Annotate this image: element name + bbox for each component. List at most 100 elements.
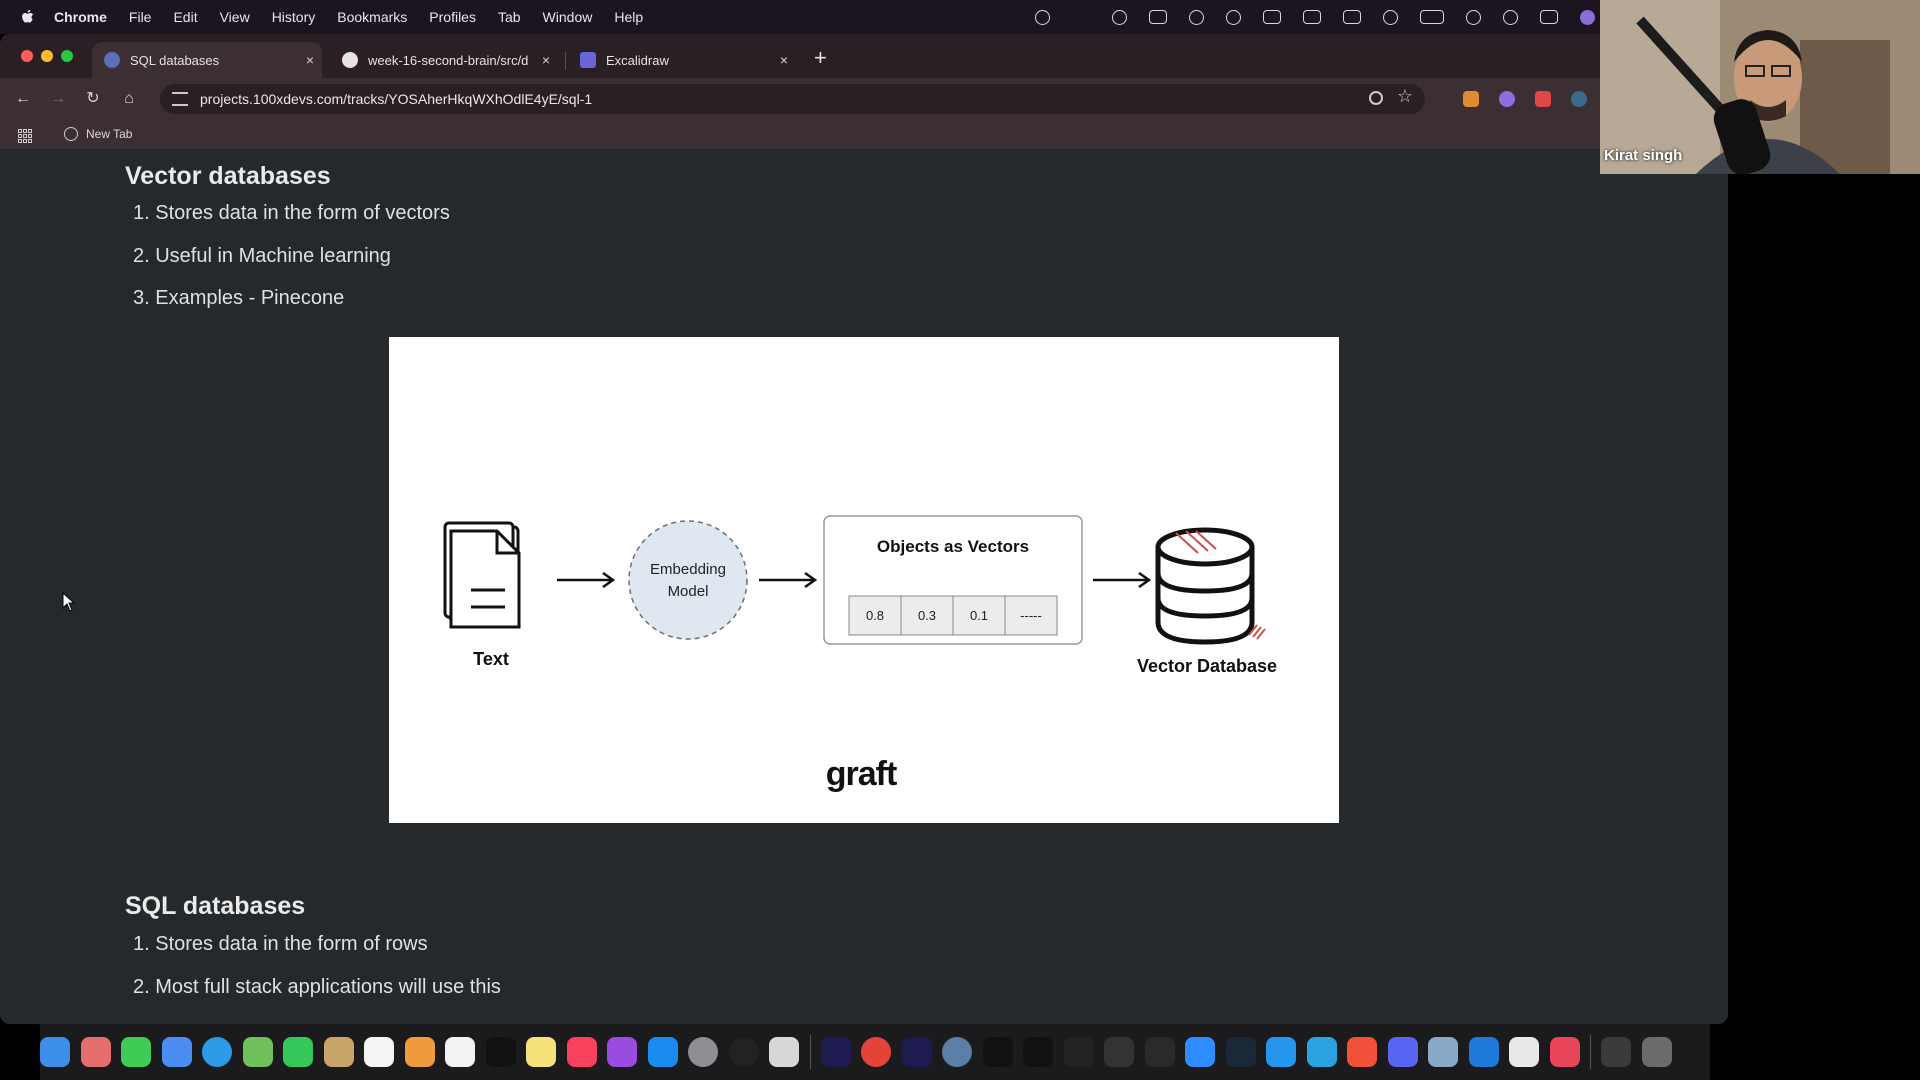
system-settings-icon[interactable]: [688, 1037, 718, 1067]
status-window-icon[interactable]: [1303, 10, 1321, 24]
steam-icon[interactable]: [1225, 1037, 1256, 1067]
excalidraw-icon: [580, 52, 596, 68]
status-grid-icon[interactable]: [1226, 9, 1241, 25]
terminal-icon[interactable]: [982, 1037, 1013, 1067]
reload-button[interactable]: ↻: [86, 90, 100, 107]
close-tab-icon[interactable]: ×: [305, 52, 315, 68]
apple-logo-icon[interactable]: [20, 8, 36, 26]
mouse-cursor-icon: [62, 592, 76, 612]
extension-cloud-icon[interactable]: [1499, 91, 1515, 107]
facetime-icon[interactable]: [283, 1037, 313, 1067]
webcam-overlay: Kirat singh: [1600, 0, 1920, 174]
menu-profiles[interactable]: Profiles: [429, 9, 476, 25]
creative-cloud-icon[interactable]: [1549, 1037, 1580, 1067]
safari-icon[interactable]: [202, 1037, 232, 1067]
menu-window[interactable]: Window: [542, 9, 593, 25]
tab-sql-databases[interactable]: SQL databases ×: [92, 42, 322, 78]
status-moon-icon[interactable]: [1383, 9, 1398, 25]
status-cloud-icon[interactable]: [1149, 10, 1167, 24]
messages-icon[interactable]: [121, 1037, 151, 1067]
status-app-icon[interactable]: [1035, 9, 1050, 25]
embedding-label-line2: Model: [668, 583, 709, 600]
swift-icon[interactable]: [1347, 1037, 1377, 1067]
extension-fox-icon[interactable]: [1463, 91, 1479, 107]
piano-icon[interactable]: [1104, 1037, 1134, 1067]
vectors-title: Objects as Vectors: [877, 537, 1029, 556]
zoom-icon[interactable]: [1185, 1037, 1215, 1067]
music-icon[interactable]: [566, 1037, 597, 1067]
console-icon[interactable]: [1063, 1037, 1094, 1067]
podcasts-icon[interactable]: [607, 1037, 637, 1067]
tab-excalidraw[interactable]: Excalidraw ×: [568, 42, 796, 78]
screen-sharing-icon[interactable]: [1428, 1037, 1458, 1067]
premiere-pro-alt-icon[interactable]: [901, 1037, 932, 1067]
list-item: 2. Most full stack applications will use…: [133, 976, 501, 998]
clock-icon[interactable]: [728, 1037, 759, 1067]
apple-tv-icon[interactable]: [485, 1037, 516, 1067]
docker-icon[interactable]: [1266, 1037, 1296, 1067]
notes-app-icon[interactable]: [323, 1037, 354, 1067]
menu-tab[interactable]: Tab: [497, 9, 521, 25]
trash-icon[interactable]: [1641, 1037, 1672, 1067]
status-eye-icon[interactable]: [1189, 9, 1204, 25]
new-tab-button[interactable]: +: [814, 45, 827, 70]
close-window-button[interactable]: [21, 50, 33, 62]
close-tab-icon[interactable]: ×: [779, 52, 789, 68]
spotlight-search-icon[interactable]: [1503, 9, 1518, 25]
bookmark-new-tab[interactable]: New Tab: [64, 127, 132, 141]
bookmark-star-icon[interactable]: ☆: [1396, 86, 1413, 106]
address-bar[interactable]: projects.100xdevs.com/tracks/YOSAherHkqW…: [160, 84, 1425, 114]
extension-react-icon[interactable]: [1571, 91, 1587, 107]
close-tab-icon[interactable]: ×: [541, 52, 551, 68]
discord-icon[interactable]: [1387, 1037, 1418, 1067]
menu-file[interactable]: File: [128, 9, 152, 25]
maps-icon[interactable]: [242, 1037, 273, 1067]
menu-app-name[interactable]: Chrome: [54, 9, 107, 25]
chrome-icon[interactable]: [861, 1037, 891, 1067]
apps-grid-icon[interactable]: [18, 129, 32, 143]
vscode-icon[interactable]: [1468, 1037, 1499, 1067]
back-button[interactable]: ←: [15, 90, 31, 107]
finder-icon[interactable]: [40, 1037, 70, 1067]
mail-icon[interactable]: [161, 1037, 192, 1067]
notes-icon[interactable]: [526, 1037, 556, 1067]
menu-help[interactable]: Help: [614, 9, 644, 25]
photos-icon[interactable]: [404, 1037, 435, 1067]
download-icon[interactable]: [1509, 1037, 1539, 1067]
minimize-window-button[interactable]: [41, 50, 53, 62]
menu-history[interactable]: History: [271, 9, 316, 25]
embedding-label-line1: Embedding: [650, 561, 726, 578]
tab-title: week-16-second-brain/src/d: [368, 52, 529, 68]
menu-view[interactable]: View: [219, 9, 250, 25]
activity-monitor-icon[interactable]: [1144, 1037, 1175, 1067]
status-lamp-icon[interactable]: [1263, 10, 1281, 24]
reminders-icon[interactable]: [445, 1037, 475, 1067]
telegram-icon[interactable]: [1306, 1037, 1337, 1067]
menu-bookmarks[interactable]: Bookmarks: [337, 9, 408, 25]
zoom-window-button[interactable]: [61, 50, 73, 62]
home-button[interactable]: ⌂: [124, 90, 134, 107]
zoom-icon[interactable]: [1369, 91, 1383, 105]
browser-icon[interactable]: [942, 1037, 972, 1067]
status-pin-icon[interactable]: [1343, 10, 1361, 24]
premiere-pro-icon[interactable]: [820, 1037, 851, 1067]
terminal-alt-icon[interactable]: [1023, 1037, 1053, 1067]
bookmark-label: New Tab: [86, 127, 133, 141]
calendar-icon[interactable]: [364, 1037, 394, 1067]
forward-button[interactable]: →: [50, 90, 66, 107]
battery-icon[interactable]: [1420, 10, 1444, 24]
app-store-icon[interactable]: [647, 1037, 678, 1067]
site-settings-icon[interactable]: [172, 92, 188, 106]
downloads-folder-icon[interactable]: [1601, 1037, 1631, 1067]
wifi-icon[interactable]: [1466, 9, 1481, 25]
siri-icon[interactable]: [1580, 9, 1595, 25]
menu-edit[interactable]: Edit: [173, 9, 198, 25]
extension-bag-icon[interactable]: [1535, 91, 1551, 107]
tab-github[interactable]: week-16-second-brain/src/d ×: [330, 42, 558, 78]
preview-icon[interactable]: [769, 1037, 799, 1067]
launchpad-icon[interactable]: [80, 1037, 111, 1067]
vector-value: 0.8: [866, 608, 884, 623]
control-center-icon[interactable]: [1540, 10, 1558, 24]
address-url[interactable]: projects.100xdevs.com/tracks/YOSAherHkqW…: [200, 91, 593, 107]
status-badge-icon[interactable]: [1112, 9, 1127, 25]
